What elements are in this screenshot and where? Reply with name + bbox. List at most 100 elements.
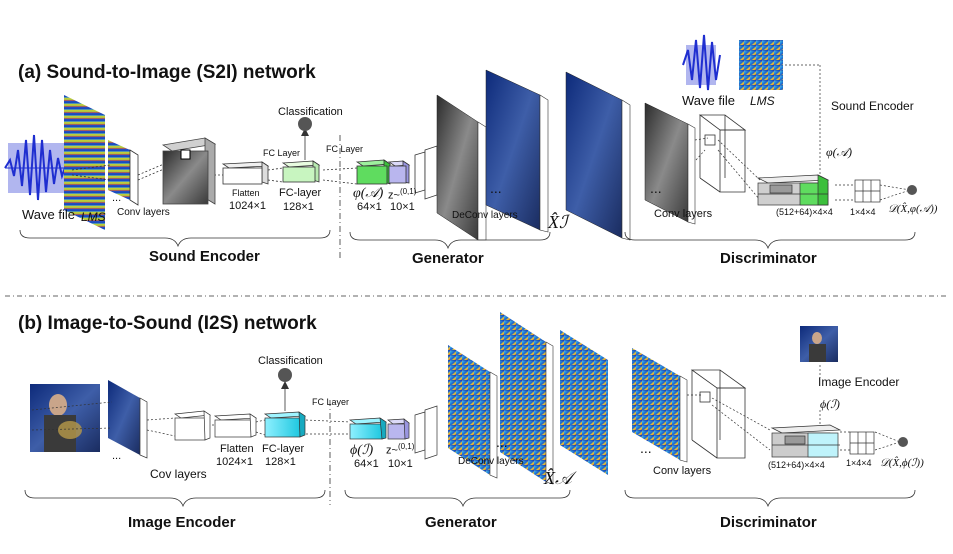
deconv-plates bbox=[414, 145, 438, 200]
flatten-dim-b: 1024×1 bbox=[216, 456, 254, 468]
z-noise-block-b bbox=[387, 418, 410, 440]
enc-conv-block bbox=[173, 410, 212, 441]
dots-b2: ... bbox=[496, 434, 508, 450]
xhat-a-label: X̂𝒜 bbox=[544, 468, 573, 488]
brace-generator bbox=[349, 231, 551, 250]
output-spectrogram bbox=[560, 330, 608, 475]
flatten-label: Flatten bbox=[232, 188, 260, 198]
lms-spectrogram bbox=[64, 95, 105, 230]
generated-spectrogram-stack bbox=[448, 312, 554, 485]
deconv-label: DeConv layers bbox=[452, 210, 518, 221]
group-discriminator-b: Discriminator bbox=[720, 514, 817, 531]
z-dim-b: 10×1 bbox=[388, 458, 413, 470]
disc-wave-icon bbox=[682, 34, 721, 91]
fc-block-label: FC-layer bbox=[279, 187, 322, 199]
dots-a3: ... bbox=[650, 180, 662, 196]
phi-a-label: φ(𝒜) bbox=[353, 186, 384, 201]
concat-cube bbox=[756, 174, 830, 206]
disc-condition-photo bbox=[800, 326, 838, 362]
sound-encoder-small-label: Sound Encoder bbox=[831, 99, 914, 113]
deconv-label-b: DeConv layers bbox=[458, 456, 524, 467]
fc-layer-block-b bbox=[263, 411, 307, 438]
classification-node-b bbox=[278, 368, 292, 382]
conv-layers-label: Conv layers bbox=[117, 207, 170, 218]
conv-layer-spectrogram bbox=[108, 140, 130, 200]
out-dim-b: 1×4×4 bbox=[846, 458, 872, 468]
fc-layer-label-2: FC Layer bbox=[326, 144, 364, 154]
z-dim: 10×1 bbox=[390, 201, 415, 213]
phi-block bbox=[355, 159, 392, 185]
disc-wave-file-label: Wave file bbox=[682, 93, 735, 108]
xhat-i-label: X̂ℐ bbox=[548, 212, 568, 232]
disc-lms-label: LMS bbox=[750, 94, 775, 108]
group-image-encoder: Image Encoder bbox=[128, 514, 236, 531]
z-range: (0,1) bbox=[399, 187, 417, 196]
output-image bbox=[565, 71, 631, 241]
disc-input-spectrogram bbox=[632, 348, 688, 463]
fc-layer-label-b: FC Layer bbox=[312, 397, 350, 407]
disc-conv-cube-b bbox=[690, 369, 747, 459]
waveform-icon bbox=[4, 134, 71, 201]
brace-sound-encoder bbox=[19, 229, 331, 248]
brace-image-encoder bbox=[24, 489, 326, 508]
phi-disc-label-b: ϕ(ℐ) bbox=[820, 397, 840, 411]
cov-layers-label: Cov layers bbox=[150, 467, 207, 481]
phi-i-dim: 64×1 bbox=[354, 458, 379, 470]
s2i-title: (a) Sound-to-Image (S2I) network bbox=[18, 62, 316, 83]
disc-conv-label-b: Conv layers bbox=[653, 465, 712, 477]
dots-b1: ... bbox=[112, 450, 122, 462]
fc-block-label-b: FC-layer bbox=[262, 443, 305, 455]
z-label: z~(0,1) bbox=[388, 187, 416, 202]
z-symbol: z~ bbox=[388, 189, 400, 202]
phi-i-label: ϕ(ℐ) bbox=[350, 443, 374, 458]
d-output-label-b: 𝒟(X̂,ϕ(ℐ)) bbox=[880, 457, 924, 469]
fc-layer-block bbox=[281, 160, 321, 183]
classification-node bbox=[298, 117, 312, 131]
group-discriminator: Discriminator bbox=[720, 250, 817, 267]
disc-conv-cube bbox=[698, 114, 747, 193]
disc-conv-label: Conv layers bbox=[654, 208, 713, 220]
classification-label-b: Classification bbox=[258, 355, 323, 367]
image-encoder-small-label: Image Encoder bbox=[818, 375, 900, 389]
z-label-b: z~(0,1) bbox=[386, 442, 414, 457]
concat-dim: (512+64)×4×4 bbox=[776, 207, 833, 217]
group-sound-encoder: Sound Encoder bbox=[149, 248, 260, 265]
d-output-label: 𝒟(X̂,φ(𝒜)) bbox=[888, 203, 938, 215]
z-symbol-b: z~ bbox=[386, 444, 398, 457]
dots-a2: ... bbox=[490, 180, 502, 196]
dots-b3: ... bbox=[640, 440, 652, 456]
output-cube-b bbox=[849, 431, 875, 455]
phi-disc-label: φ(𝒜) bbox=[826, 145, 852, 159]
disc-output-node-b bbox=[898, 437, 908, 447]
lms-label: LMS bbox=[81, 210, 106, 224]
flatten-block bbox=[221, 161, 270, 185]
brace-discriminator-b bbox=[624, 489, 916, 508]
feature-volume bbox=[161, 137, 217, 205]
flatten-label-b: Flatten bbox=[220, 443, 254, 455]
enc-conv-slab-image bbox=[108, 380, 140, 455]
conv-layer-slab bbox=[129, 149, 139, 206]
concat-dim-b: (512+64)×4×4 bbox=[768, 460, 825, 470]
fc-layer-label-1: FC Layer bbox=[263, 148, 301, 158]
phi-a-dim: 64×1 bbox=[357, 201, 382, 213]
group-generator: Generator bbox=[412, 250, 484, 267]
group-generator-b: Generator bbox=[425, 514, 497, 531]
flatten-block-b bbox=[213, 413, 258, 438]
disc-output-node bbox=[907, 185, 917, 195]
z-noise-block bbox=[387, 160, 411, 184]
disc-lms-spectrogram bbox=[739, 40, 783, 90]
fc-block-dim-b: 128×1 bbox=[265, 456, 296, 468]
generated-image-stack bbox=[436, 69, 549, 241]
z-range-b: (0,1) bbox=[397, 442, 415, 451]
concat-cube-b bbox=[770, 424, 842, 458]
flatten-dim: 1024×1 bbox=[229, 200, 267, 212]
dots-a1: ... bbox=[112, 192, 122, 204]
i2s-title: (b) Image-to-Sound (I2S) network bbox=[18, 313, 317, 334]
brace-discriminator bbox=[624, 231, 916, 250]
input-photo bbox=[30, 384, 100, 452]
phi-block-b bbox=[348, 417, 388, 440]
brace-generator-b bbox=[344, 489, 571, 508]
classification-label: Classification bbox=[278, 106, 343, 118]
disc-input-image bbox=[644, 102, 696, 225]
